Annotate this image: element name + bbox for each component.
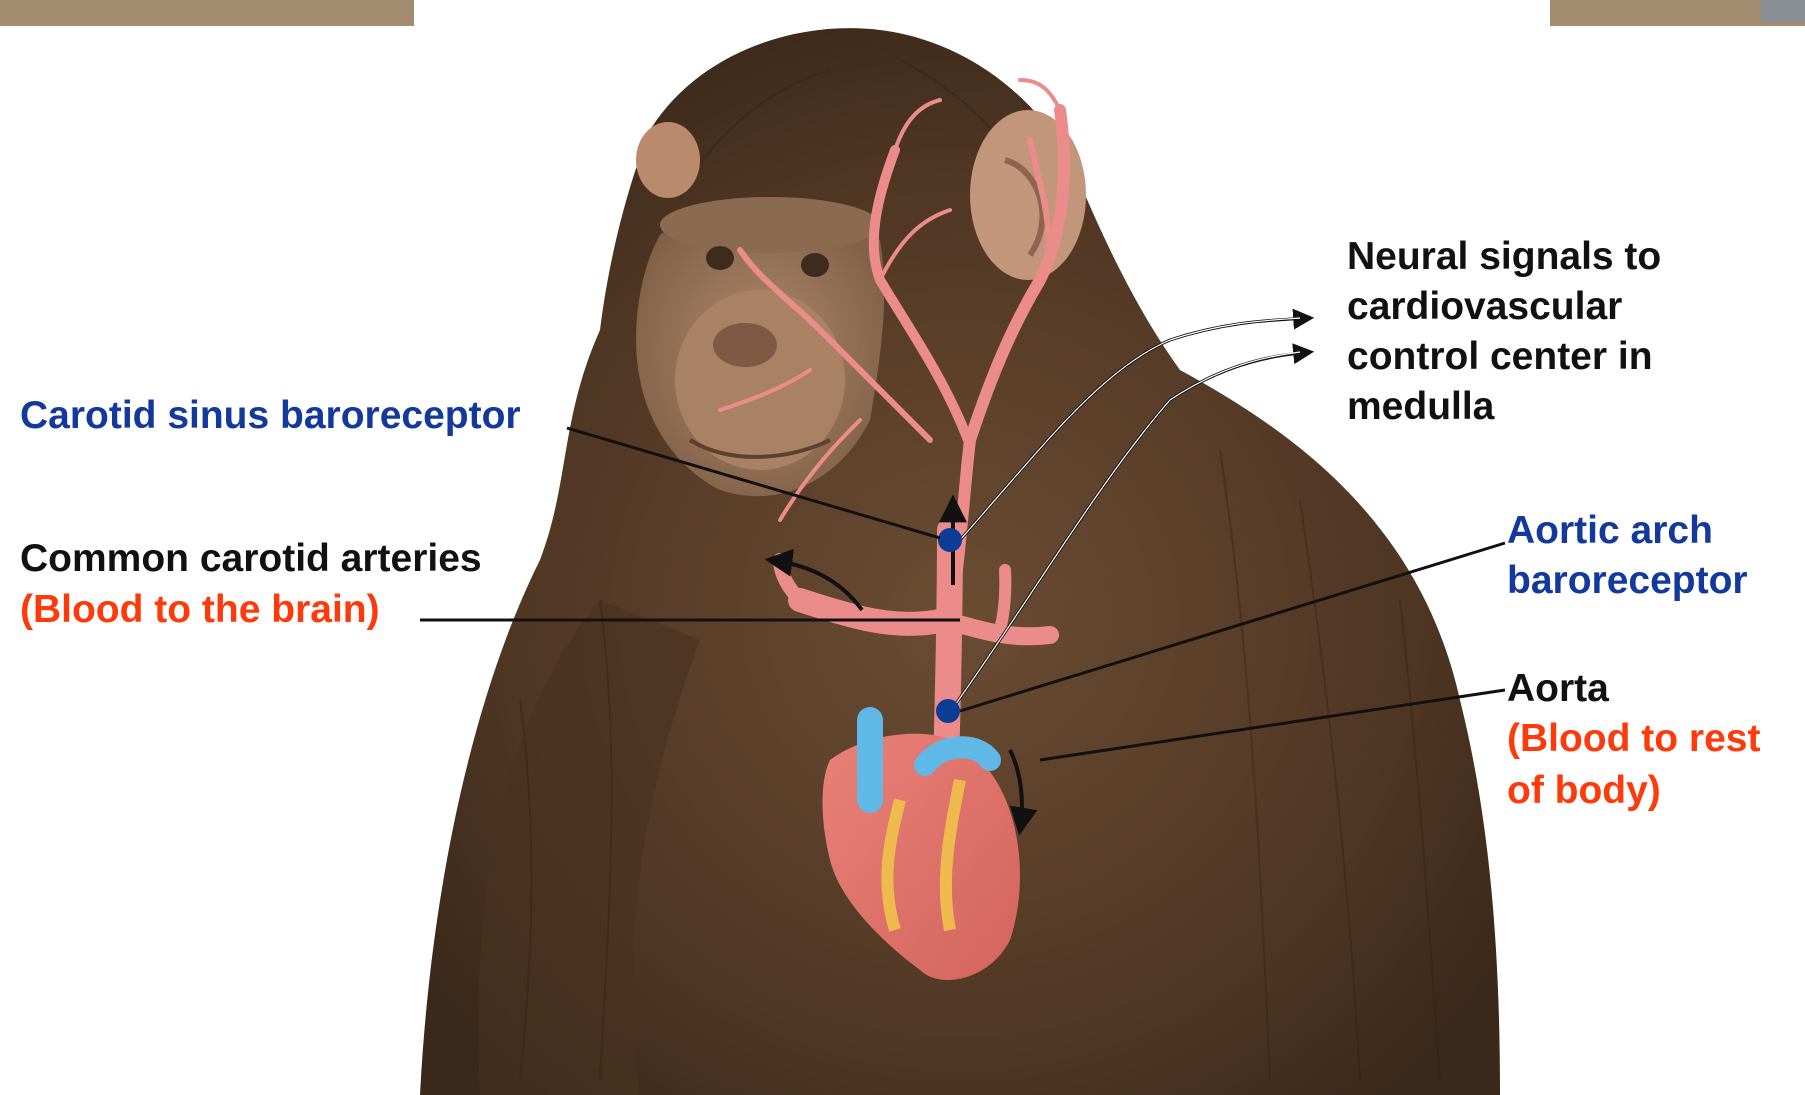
- left-eye: [706, 246, 734, 270]
- label-blood-to-rest-1: (Blood to rest: [1507, 713, 1760, 764]
- label-aortic-arch-1: Aortic arch: [1507, 505, 1713, 556]
- aortic-arch-baroreceptor-dot: [936, 699, 960, 723]
- carotid-sinus-baroreceptor-dot: [938, 528, 962, 552]
- label-neural-signals-1: Neural signals to: [1347, 231, 1661, 282]
- label-blood-to-rest-2: of body): [1507, 765, 1661, 816]
- label-blood-to-brain: (Blood to the brain): [20, 584, 380, 635]
- right-eye: [801, 253, 829, 277]
- left-ear: [636, 122, 700, 198]
- label-aorta: Aorta: [1507, 663, 1609, 714]
- label-aortic-arch-2: baroreceptor: [1507, 555, 1748, 606]
- brow: [660, 197, 880, 253]
- label-neural-signals-4: medulla: [1347, 381, 1494, 432]
- label-common-carotid-arteries: Common carotid arteries: [20, 533, 482, 584]
- label-neural-signals-2: cardiovascular: [1347, 281, 1622, 332]
- label-neural-signals-3: control center in: [1347, 331, 1653, 382]
- label-carotid-sinus-baroreceptor: Carotid sinus baroreceptor: [20, 390, 521, 441]
- nose: [713, 323, 777, 367]
